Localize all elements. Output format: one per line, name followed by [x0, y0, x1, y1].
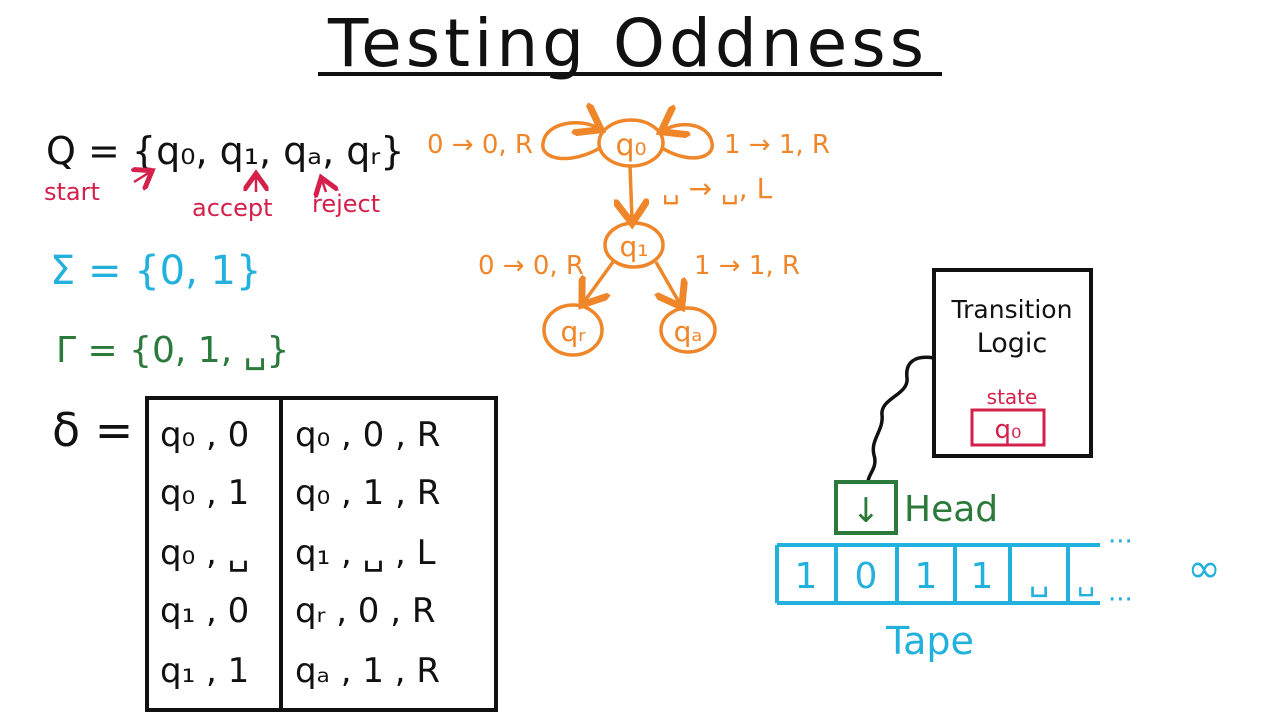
edge-q0-q1 [630, 165, 632, 220]
transition-logic-box [932, 268, 1093, 458]
table-output-cell: qᵣ , 0 , R [295, 591, 435, 631]
edge-label: ␣ → ␣, L [662, 172, 773, 205]
head-arrow-icon: ↓ [852, 491, 881, 531]
input-alphabet: Σ = {0, 1} [50, 248, 261, 294]
edge-label: 1 → 1, R [694, 251, 800, 281]
table-output-cell: q₁ , ␣ , L [295, 533, 436, 573]
loop-arrow-1 [662, 125, 714, 160]
node-label-q0: q₀ [615, 128, 646, 163]
edge-label: 0 → 0, R [427, 130, 533, 160]
tape-cell: 1 [971, 556, 994, 597]
loop-arrow-0 [541, 123, 600, 161]
edge-label: 1 → 1, R [724, 130, 830, 160]
state-value: q₀ [995, 415, 1022, 445]
tape-cell: ␣ [1029, 560, 1049, 598]
tape-label: Tape [885, 619, 974, 663]
transition-table: q₀ , 0 q₀ , 0 , R q₀ , 1 q₀ , 1 , R q₀ ,… [145, 396, 498, 712]
head-label: Head [904, 489, 998, 530]
state-diagram [541, 120, 717, 357]
head-box [834, 480, 898, 535]
node-label-qr: qᵣ [560, 315, 586, 348]
state-register [970, 408, 1046, 447]
tape [775, 543, 1100, 605]
state-node-qr [542, 303, 604, 357]
table-input-cell: q₀ , ␣ [160, 533, 249, 573]
tape-ellipsis: ··· [1108, 527, 1133, 557]
edge-q1-qr [584, 260, 615, 302]
state-label: state [987, 385, 1038, 409]
table-input-cell: q₀ , 1 [160, 473, 249, 513]
node-label-qa: qₐ [674, 315, 703, 348]
logic-label: Logic [977, 328, 1048, 359]
states-set: Q = {q₀, q₁, qₐ, qᵣ} [46, 129, 404, 173]
table-input-cell: q₁ , 1 [160, 651, 249, 691]
tape-ellipsis: ··· [1108, 585, 1133, 615]
tape-cell: 1 [795, 556, 818, 597]
edge-label: 0 → 0, R [478, 251, 584, 281]
page-title: Testing Oddness [327, 5, 928, 82]
table-output-cell: q₀ , 1 , R [295, 473, 440, 513]
infinity-icon: ∞ [1187, 546, 1220, 592]
start-label: start [44, 178, 100, 206]
delta-label: δ = [52, 403, 133, 457]
table-input-cell: q₀ , 0 [160, 415, 249, 455]
table-input-cell: q₁ , 0 [160, 591, 249, 631]
tape-cell: 0 [855, 556, 878, 597]
table-output-cell: qₐ , 1 , R [295, 651, 440, 691]
logic-label: Transition [951, 295, 1073, 324]
reject-arrow-icon [322, 180, 326, 192]
edge-q1-qa [656, 261, 680, 304]
tape-cell: 1 [915, 556, 938, 597]
tape-cell: ␣ [1077, 564, 1095, 597]
reject-label: reject [312, 190, 380, 218]
head-wire [866, 355, 935, 483]
accept-label: accept [192, 194, 273, 222]
start-arrow-icon [134, 172, 150, 182]
node-label-q1: q₁ [620, 230, 649, 263]
tape-alphabet: Γ = {0, 1, ␣} [56, 330, 289, 371]
table-output-cell: q₀ , 0 , R [295, 415, 440, 455]
